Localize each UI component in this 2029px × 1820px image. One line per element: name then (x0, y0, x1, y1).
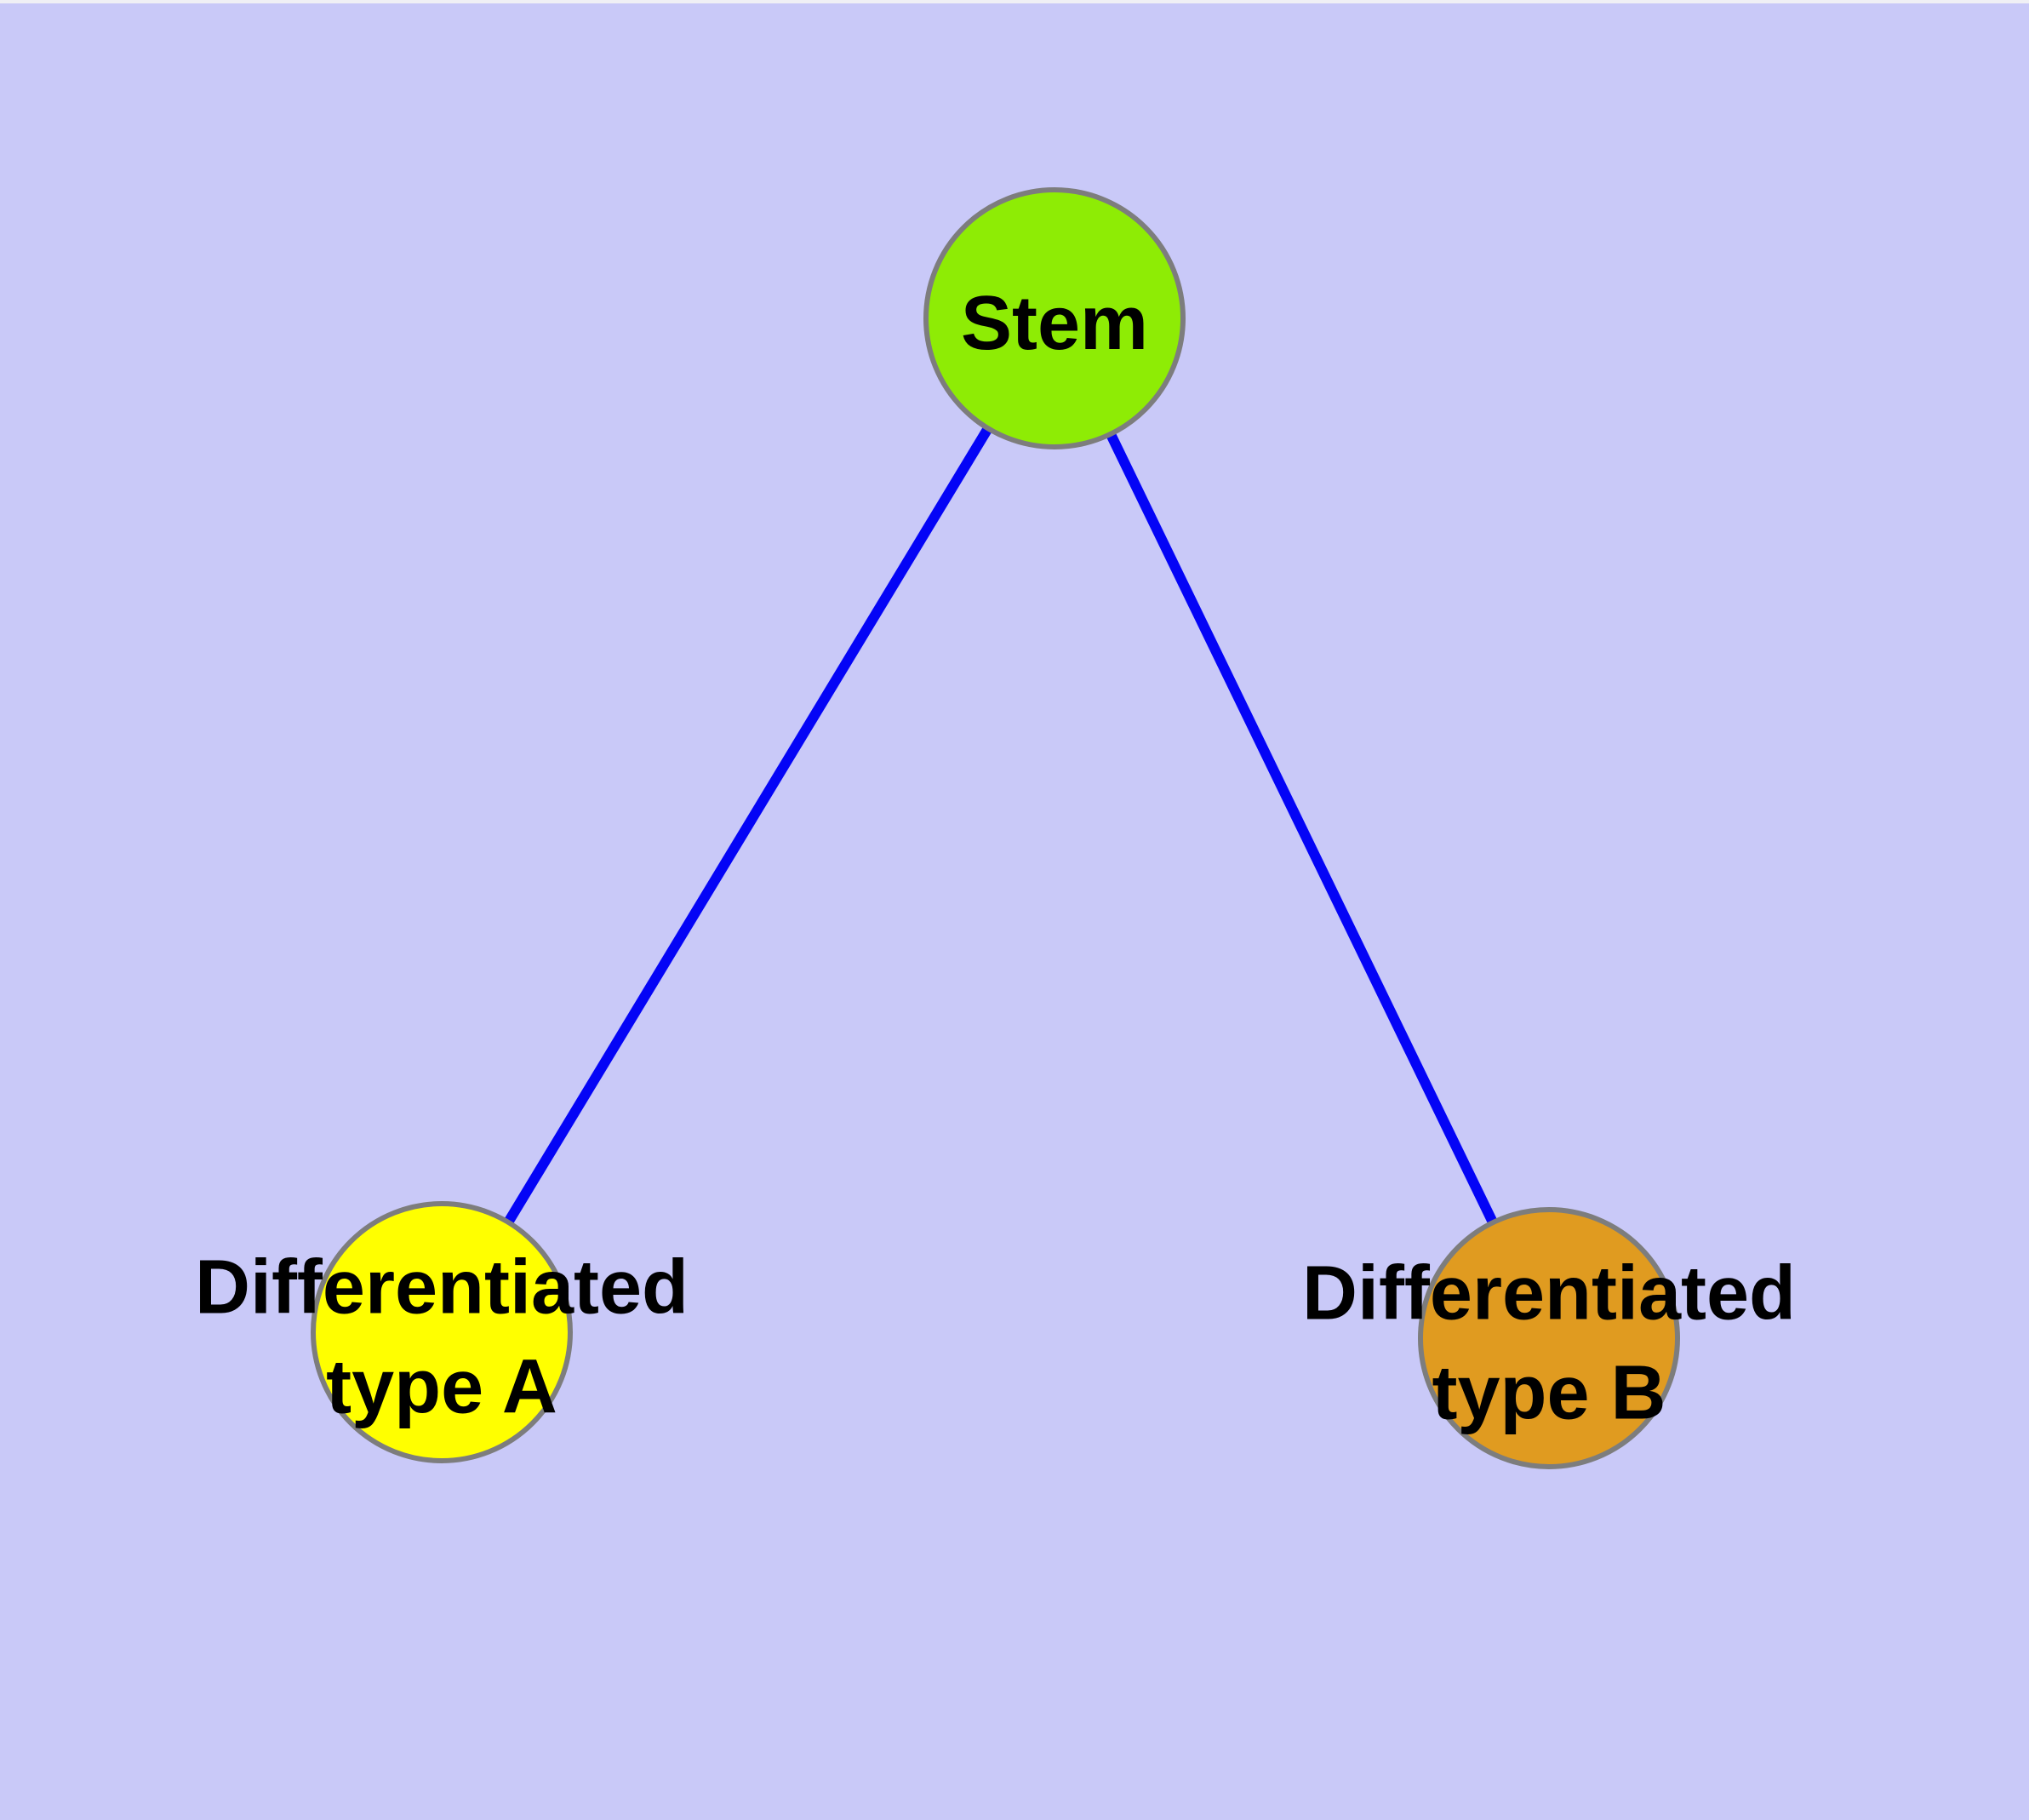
node-type-b-label-line-1: type B (1432, 1351, 1666, 1436)
node-type-b-label-line-0: Differentiated (1302, 1251, 1796, 1336)
node-stem-label: Stem (961, 281, 1148, 366)
node-type-a-label-line-0: Differentiated (195, 1245, 689, 1331)
nodes-layer (311, 187, 1680, 1469)
node-type-a-label: Differentiated type A (195, 1245, 689, 1430)
node-type-a-label-line-1: type A (326, 1345, 557, 1430)
edge-stem-type-b (1049, 316, 1554, 1341)
node-stem-circle (923, 187, 1186, 449)
top-margin-strip (0, 0, 2029, 3)
node-type-b-circle (1418, 1207, 1680, 1469)
edges-layer (437, 315, 1554, 1341)
node-type-a-circle (311, 1201, 573, 1463)
node-type-b-label: Differentiated type B (1302, 1251, 1796, 1436)
edge-stem-type-a (437, 315, 1060, 1336)
node-stem-label-line-0: Stem (961, 281, 1148, 366)
